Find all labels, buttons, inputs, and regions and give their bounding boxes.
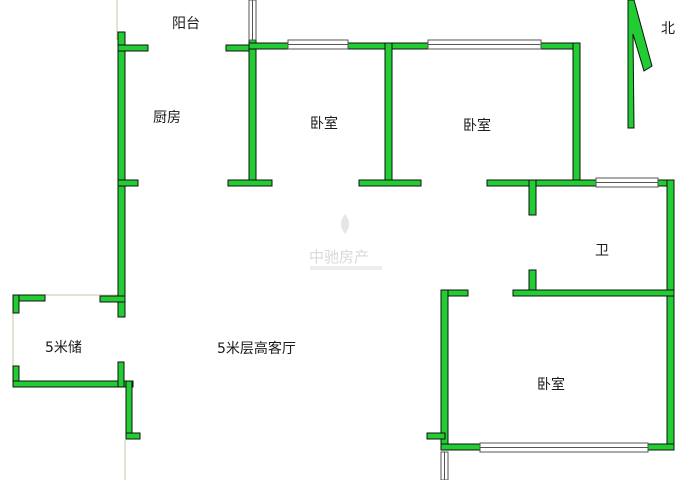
room-living: 5米层高客厅 <box>217 340 296 357</box>
room-bedroom-3: 卧室 <box>537 376 565 393</box>
room-storage: 5米储 <box>45 340 82 356</box>
room-kitchen: 厨房 <box>153 110 181 126</box>
north-arrow-icon <box>627 0 653 129</box>
bedroom1-left-wall <box>248 39 257 187</box>
north-label: 北 <box>661 21 675 37</box>
bedroom3-door-stub <box>426 432 446 440</box>
storage-left-top <box>12 294 20 314</box>
bedroom1-foot <box>227 179 273 187</box>
bathroom-bottom-wall <box>512 289 675 297</box>
kitchen-mid-stub <box>117 179 139 187</box>
bathroom-left-top <box>528 179 537 216</box>
kitchen-low-stub <box>99 295 126 303</box>
bedroom2-right-wall <box>572 42 581 187</box>
storage-bottom-wall <box>12 380 134 388</box>
watermark: 中驰房产 <box>309 214 382 270</box>
watermark-logo-icon <box>341 214 349 234</box>
bedroom-partition <box>384 42 393 187</box>
compass: 北 <box>627 0 675 129</box>
east-wall <box>666 179 675 451</box>
kitchen-left-wall <box>117 31 126 318</box>
room-balcony: 阳台 <box>172 16 200 32</box>
room-bathroom: 卫 <box>595 243 609 259</box>
room-bedroom-1: 卧室 <box>310 115 338 132</box>
storage-foot <box>125 432 141 440</box>
bedroom1-front-wall <box>358 179 422 187</box>
room-labels: 阳台 厨房 卧室 卧室 卫 5米储 5米层高客厅 卧室 <box>45 16 609 393</box>
storage-lower-wall <box>125 380 133 440</box>
windows <box>248 0 659 480</box>
bedroom3-left-wall <box>440 289 449 451</box>
kitchen-top-stub <box>117 44 149 52</box>
reference-lines <box>12 0 126 480</box>
room-bedroom-2: 卧室 <box>463 117 491 134</box>
walls <box>12 31 675 451</box>
watermark-brand: 中驰房产 <box>309 248 369 266</box>
storage-right-stub <box>117 361 125 388</box>
